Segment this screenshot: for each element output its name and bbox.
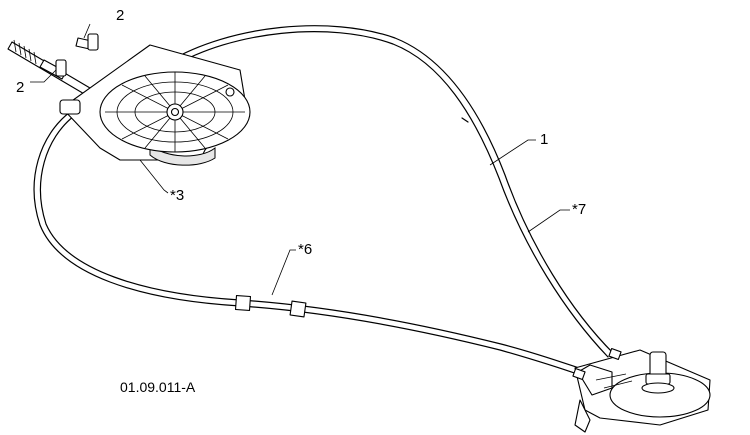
drawing-code: 01.09.011-A: [120, 379, 196, 395]
callout-leaders: [30, 23, 570, 296]
callout-sheave: *3: [170, 187, 184, 204]
cable-upper-loop: [167, 25, 615, 358]
bracket-assembly: [572, 347, 711, 433]
cable-sleeve-right: [289, 300, 307, 318]
bolt-top: [75, 33, 99, 51]
callout-cable-upper: 1: [540, 131, 548, 148]
sheave-assembly: [59, 44, 251, 166]
cable-sleeve-left: [234, 294, 252, 312]
callout-bolt-left: 2: [16, 79, 24, 96]
callout-cable-right: *7: [572, 201, 586, 218]
bolt-left: [39, 59, 67, 80]
callout-cable-lower: *6: [298, 241, 312, 258]
callout-bolt-top: 2: [116, 7, 124, 24]
